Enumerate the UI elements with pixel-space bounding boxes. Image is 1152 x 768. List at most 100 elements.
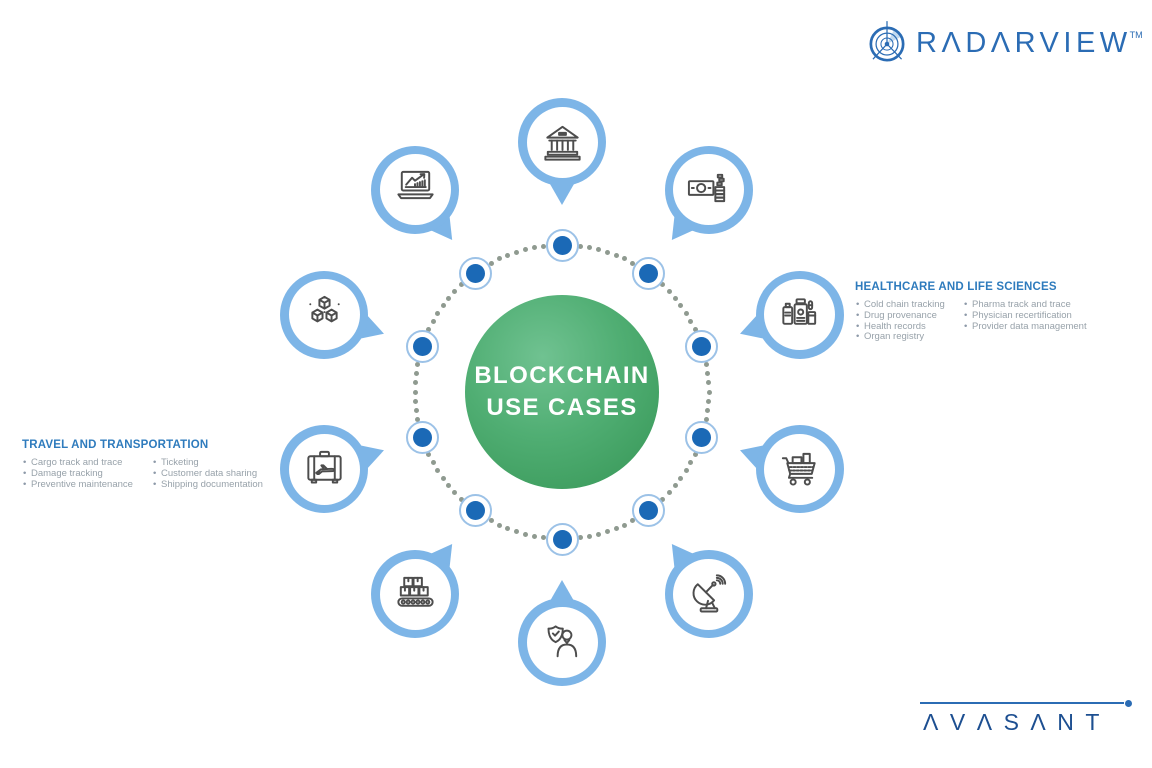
sector-bubble-telecom [664, 550, 753, 639]
ring-dot [703, 361, 709, 367]
ring-dot [672, 483, 678, 489]
sector-bubble-healthcare-life-sciences [755, 270, 844, 359]
callout-travel: TRAVEL AND TRANSPORTATION Cargo track an… [22, 439, 263, 490]
ring-dot [630, 260, 636, 266]
ring-dot [458, 496, 464, 502]
ring-dot [604, 529, 610, 535]
sector-bubble-travel-transportation [280, 425, 369, 514]
bullet-item: Pharma track and trace [963, 299, 1087, 311]
bubble-face [379, 154, 451, 226]
ring-dot [412, 389, 418, 395]
avasant-logo-dot [1125, 700, 1132, 707]
ring-dot [458, 282, 464, 288]
sector-bubble-analytics [371, 145, 460, 234]
ring-dot [496, 256, 502, 262]
ring-dot [488, 518, 494, 524]
sector-bubble-manufacturing [371, 550, 460, 639]
ring-dot [452, 490, 458, 496]
medicine-icon [782, 298, 817, 326]
ring-dot [452, 288, 458, 294]
ring-dot [622, 522, 628, 528]
sector-bubble-blockchain-blocks [280, 270, 369, 359]
ring-dot [706, 398, 712, 404]
bubble-face [673, 154, 745, 226]
ring-node-dot [692, 337, 712, 357]
ring-node-dot [552, 529, 572, 549]
ring-node [545, 522, 579, 556]
ring-dot [692, 326, 698, 332]
bullet-item: Organ registry [855, 332, 963, 343]
satellite-dish-icon [693, 574, 727, 613]
sector-bubble-retail [755, 425, 844, 514]
ring-node-dot [638, 501, 658, 521]
travel-bullets-col2: TicketingCustomer data sharingShipping d… [152, 457, 263, 491]
ring-node-dot [412, 427, 432, 447]
laptop-chart-icon [396, 171, 434, 200]
bullet-item: Shipping documentation [152, 479, 263, 491]
ring-node [405, 330, 439, 364]
bubble-tail [550, 183, 574, 205]
ring-dot [596, 531, 602, 537]
callout-travel-title: TRAVEL AND TRANSPORTATION [22, 439, 209, 451]
bullet-item: Health records [855, 321, 963, 333]
ring-node [631, 494, 665, 528]
ring-dot [596, 247, 602, 253]
ring-node-dot [692, 427, 712, 447]
ring-dot [541, 243, 547, 249]
trademark-symbol: TM [1129, 29, 1143, 40]
bubble-face [526, 106, 598, 178]
callout-travel-columns: Cargo track and traceDamage trackingPrev… [22, 457, 263, 491]
bullet-item: Ticketing [152, 457, 263, 469]
bullet-item: Preventive maintenance [22, 479, 152, 491]
ring-dot [496, 522, 502, 528]
ring-dot [430, 460, 436, 466]
ring-dot [622, 256, 628, 262]
bullet-item: Physician recertification [963, 310, 1087, 322]
ring-node-dot [412, 337, 432, 357]
bubble-face [288, 433, 360, 505]
ring-dot [703, 417, 709, 423]
ring-dot [683, 310, 689, 316]
ring-dot [522, 531, 528, 537]
ring-dot [705, 407, 711, 413]
ring-dot [426, 326, 432, 332]
ring-dot [541, 535, 547, 541]
ring-dot [435, 310, 441, 316]
sector-bubble-payments-finance [664, 145, 753, 234]
callout-healthcare: HEALTHCARE AND LIFE SCIENCES Cold chain … [855, 281, 1087, 343]
avasant-wordmark: ΛVΛSΛNT [923, 709, 1111, 735]
bank-icon [543, 125, 581, 161]
ring-dot [587, 533, 593, 539]
sector-bubble-insurance [518, 598, 606, 686]
ring-dot [413, 407, 419, 413]
healthcare-bullets-col1: Cold chain trackingDrug provenanceHealth… [855, 299, 963, 343]
ring-node-dot [466, 263, 486, 283]
ring-dot [505, 526, 511, 532]
ring-node [685, 420, 719, 454]
conveyor-belt-icon [396, 576, 434, 607]
ring-dot [587, 245, 593, 251]
ring-node [685, 330, 719, 364]
avasant-logo: ΛVΛSΛNT [920, 700, 1132, 736]
ring-node [405, 420, 439, 454]
callout-healthcare-title: HEALTHCARE AND LIFE SCIENCES [855, 281, 1057, 293]
radarview-logo: RΛDΛRVIEWTM [863, 18, 1143, 68]
ring-dot [630, 518, 636, 524]
bullet-item: Customer data sharing [152, 468, 263, 480]
ring-dot [577, 535, 583, 541]
radarview-wordmark: RΛDΛRVIEWTM [916, 26, 1143, 59]
ring-node [459, 494, 493, 528]
ring-dot [683, 468, 689, 474]
ring-node [459, 256, 493, 290]
ring-dot [688, 318, 694, 324]
ring-dot [415, 417, 421, 423]
travel-bullets-col1: Cargo track and traceDamage trackingPrev… [22, 457, 152, 491]
ring-dot [446, 483, 452, 489]
ring-dot [435, 468, 441, 474]
bullet-item: Drug provenance [855, 310, 963, 322]
bubble-face [764, 433, 836, 505]
ring-dot [577, 243, 583, 249]
callout-healthcare-columns: Cold chain trackingDrug provenanceHealth… [855, 299, 1087, 343]
bullet-item: Provider data management [963, 321, 1087, 333]
